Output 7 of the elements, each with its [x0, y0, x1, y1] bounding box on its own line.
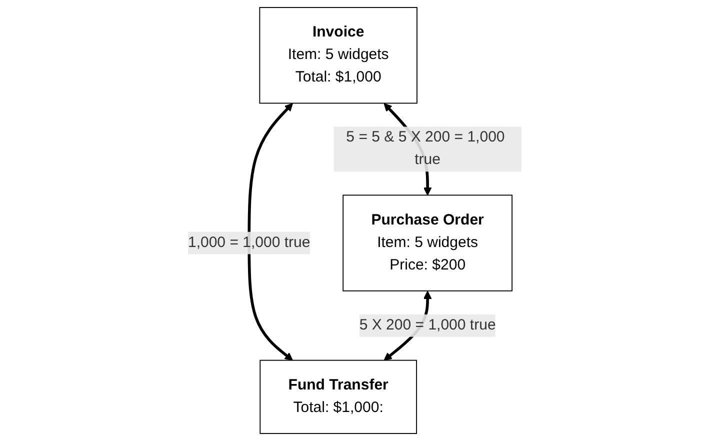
edge-label: 5 = 5 & 5 X 200 = 1,000 true: [346, 129, 505, 168]
edge-label: 5 X 200 = 1,000 true: [359, 317, 496, 334]
node-box: Invoice Item: 5 widgets Total: $1,000: [259, 7, 418, 104]
node-box: Purchase Order Item: 5 widgets Price: $200: [342, 194, 512, 292]
arrow: [248, 103, 293, 361]
node-box: Fund Transfer Total: $1,000:: [259, 360, 417, 434]
edge-label: 1,000 = 1,000 true: [188, 234, 310, 251]
